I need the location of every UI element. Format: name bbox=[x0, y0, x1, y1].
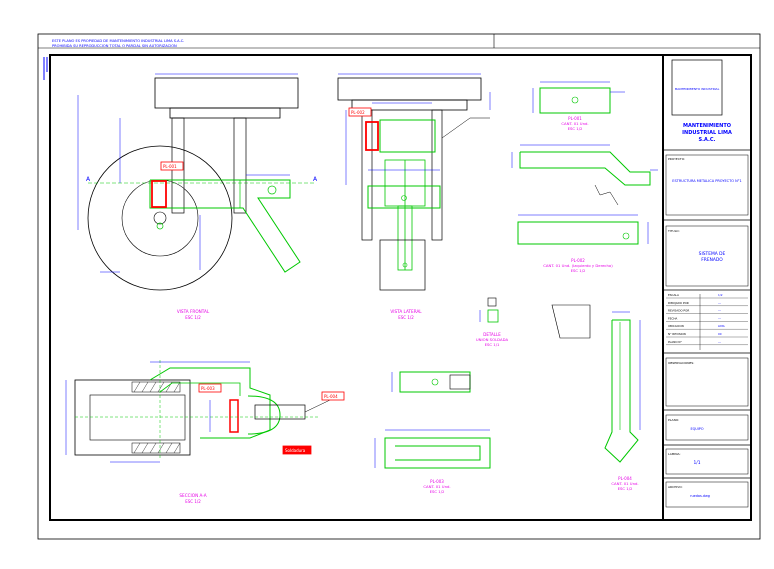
red-tag-pl04-section bbox=[321, 391, 345, 401]
red-tag-pl03-section bbox=[198, 383, 222, 393]
detail-code: DETALLE bbox=[483, 332, 501, 337]
observations-label: OBSERVACIONES: bbox=[668, 361, 694, 365]
title-block-row-key: PLANO N° bbox=[668, 340, 682, 344]
title-block-row-key: ESCALA bbox=[668, 293, 679, 297]
title-label: TITULO: bbox=[667, 229, 680, 233]
detail-scale: ESC 1/1 bbox=[485, 342, 500, 347]
part-pl04-desc: CANT. 01 Und. bbox=[611, 481, 638, 486]
file-label: ARCHIVO: bbox=[668, 485, 683, 489]
part-pl04-scale: ESC 1/2 bbox=[618, 486, 633, 491]
plan-value: EQUIPO bbox=[690, 427, 703, 431]
logo-box bbox=[671, 59, 723, 116]
title-block-row-value: 00 bbox=[718, 332, 722, 336]
svg-text:A: A bbox=[313, 176, 318, 183]
title-block-row-key: FECHA bbox=[668, 316, 677, 320]
title-block-row-key: N° REVISION bbox=[668, 332, 686, 336]
detail-desc: UNION SOLDADA bbox=[476, 337, 509, 342]
project-label: PROYECTO: bbox=[668, 157, 685, 161]
red-tag-pl02-text: PL-002 bbox=[351, 110, 365, 115]
side-view-scale: ESC 1/2 bbox=[398, 315, 414, 320]
title-block-row-value: --- bbox=[718, 309, 721, 313]
sheet-label: LAMINA: bbox=[668, 452, 681, 456]
svg-text:A: A bbox=[86, 176, 91, 183]
title-block-row-value: --- bbox=[718, 340, 721, 344]
logo-text: MANTENIMIENTO INDUSTRIAL bbox=[675, 87, 720, 91]
title-block-row-value: 1/2 bbox=[718, 293, 723, 297]
red-tag-weld-text: Soldadura bbox=[285, 448, 306, 453]
front-view-title: VISTA FRONTAL bbox=[177, 309, 210, 314]
part-pl04-drawing bbox=[551, 304, 641, 463]
red-tag-pl03-text: PL-003 bbox=[201, 386, 215, 391]
part-pl03-desc: CANT. 01 Und. bbox=[423, 484, 450, 489]
part-pl01-drawing bbox=[532, 81, 625, 114]
side-view-title: VISTA LATERAL bbox=[390, 309, 422, 314]
red-tag-pl04-text: PL-004 bbox=[324, 394, 338, 399]
plan-label: PLANO: bbox=[668, 418, 679, 422]
title-block bbox=[663, 59, 751, 508]
part-pl01-desc: CANT. 01 Und. bbox=[561, 121, 588, 126]
red-tag-pl01-front bbox=[160, 161, 184, 171]
section-view-title: SECCION A-A bbox=[179, 493, 206, 498]
header-note-2: PROHIBIDA SU REPRODUCCION TOTAL O PARCIA… bbox=[52, 44, 177, 48]
project-name: ESTRUCTURA METALICA PROYECTO N°1 bbox=[672, 179, 741, 183]
section-view-scale: ESC 1/2 bbox=[185, 499, 201, 504]
section-view bbox=[65, 360, 331, 463]
side-margin-marks bbox=[43, 57, 48, 80]
sheet-value: 1/1 bbox=[693, 460, 700, 466]
red-tag-pl02-side bbox=[348, 107, 372, 117]
part-pl02-code: PL-002 bbox=[571, 258, 585, 263]
outer-frame bbox=[37, 33, 761, 540]
part-pl01-code: PL-001 bbox=[568, 116, 582, 121]
detail-drawing bbox=[479, 297, 499, 323]
part-pl02-drawing bbox=[511, 144, 658, 245]
red-tag-weld bbox=[282, 445, 312, 455]
title-block-row-key: REVISADO POR bbox=[668, 309, 689, 313]
front-view: A A bbox=[77, 73, 318, 291]
file-value: ruedas.dwg bbox=[690, 494, 710, 498]
title-block-row-key: DIBUJADO POR bbox=[668, 301, 689, 305]
part-pl03-code: PL-003 bbox=[430, 479, 444, 484]
part-pl03-drawing bbox=[374, 371, 491, 469]
part-pl02-scale: ESC 1/2 bbox=[571, 268, 586, 273]
title-block-row-value: --- bbox=[718, 316, 721, 320]
title-block-frame bbox=[662, 54, 752, 521]
part-pl03-scale: ESC 1/2 bbox=[430, 489, 445, 494]
part-pl01-scale: ESC 1/2 bbox=[568, 126, 583, 131]
front-view-scale: ESC 1/2 bbox=[185, 315, 201, 320]
part-pl02-desc: CANT. 01 Und. (Izquierdo y Derecho) bbox=[543, 263, 613, 268]
title-block-row-key: UBICACION bbox=[668, 324, 684, 328]
title-block-row-value: LIMA bbox=[718, 324, 725, 328]
side-view bbox=[337, 73, 491, 291]
header-note-1: ESTE PLANO ES PROPIEDAD DE MANTENIMIENTO… bbox=[52, 39, 184, 43]
title-block-row-value: --- bbox=[718, 301, 721, 305]
red-tag-pl01-text: PL-001 bbox=[163, 164, 177, 169]
part-pl04-code: PL-004 bbox=[618, 476, 632, 481]
